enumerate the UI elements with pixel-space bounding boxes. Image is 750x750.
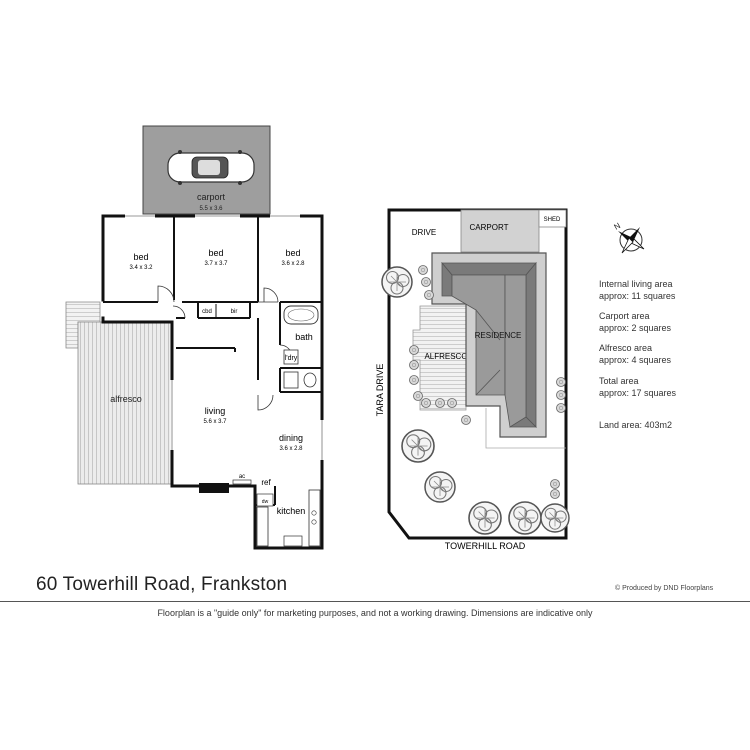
producer-credit-text: Produced by DND Floorplans (622, 585, 714, 592)
dishwasher (256, 493, 274, 507)
living-label: living (205, 406, 226, 416)
ac-label: ac (239, 474, 245, 480)
residence-label: RESIDENCE (475, 331, 522, 340)
site-carport-label: CARPORT (470, 223, 509, 232)
towerhill-road-label: TOWERHILL ROAD (445, 541, 526, 551)
kitchen-bench-right (308, 489, 321, 547)
alfresco-label: alfresco (110, 394, 142, 404)
fireplace (199, 483, 229, 493)
carport-dims: 5.5 x 3.6 (199, 206, 223, 212)
bir-label: bir (231, 309, 238, 315)
washer-icon (283, 371, 299, 389)
kitchen-sink (283, 535, 303, 547)
toilet-icon (303, 372, 317, 388)
tara-drive-label: TARA DRIVE (375, 364, 385, 417)
bed1-label: bed (133, 252, 148, 262)
compass-n-label: N (613, 221, 623, 232)
bed3-dims: 3.6 x 2.8 (281, 261, 305, 267)
footer-divider (0, 601, 750, 602)
area-list: Internal living area approx: 11 squares … (599, 279, 677, 430)
area-alfresco-label: Alfresco area (599, 343, 652, 353)
producer-credit: © Produced by DND Floorplans (615, 585, 713, 592)
area-carport-value: approx: 2 squares (599, 323, 672, 333)
bed1-dims: 3.4 x 3.2 (129, 265, 153, 271)
ref-label: ref (261, 478, 271, 487)
alfresco-deck (77, 321, 173, 485)
living-dims: 5.6 x 3.7 (203, 419, 227, 425)
bed3-label: bed (285, 248, 300, 258)
area-internal-label: Internal living area (599, 279, 673, 289)
area-alfresco-value: approx: 4 squares (599, 355, 672, 365)
cooktop-icon (311, 510, 317, 516)
site-plan: DRIVE CARPORT SHED ALFRESCO RESIDENCE (375, 208, 677, 551)
area-total-label: Total area (599, 376, 639, 386)
compass-icon (618, 227, 645, 254)
cbd-label: cbd (202, 309, 212, 315)
car-icon (167, 150, 255, 185)
kitchen-label: kitchen (277, 506, 306, 516)
bed2-dims: 3.7 x 3.7 (204, 261, 228, 267)
bath-label: bath (295, 332, 313, 342)
copyright-icon: © (615, 585, 621, 592)
area-carport-label: Carport area (599, 311, 650, 321)
dining-label: dining (279, 433, 303, 443)
address-title: 60 Towerhill Road, Frankston (36, 574, 288, 595)
laundry-tub-icon (283, 349, 299, 365)
land-area: Land area: 403m2 (599, 420, 672, 430)
area-internal-value: approx: 11 squares (599, 291, 676, 301)
bed2-label: bed (208, 248, 223, 258)
laundry-label: l'dry (285, 355, 298, 362)
kitchen-bench-left (256, 506, 269, 547)
drive-label: DRIVE (412, 228, 436, 237)
site-alfresco-label: ALFRESCO (424, 352, 467, 361)
floor-plan: carport 5.5 x 3.6 alfresco (65, 125, 324, 550)
shed (538, 209, 567, 228)
site-carport (460, 209, 540, 253)
dining-dims: 3.6 x 2.8 (279, 446, 303, 452)
area-total-value: approx: 17 squares (599, 388, 677, 398)
carport-label: carport (197, 192, 226, 202)
dw-label: dw (262, 499, 269, 505)
disclaimer-text: Floorplan is a "guide only" for marketin… (157, 608, 593, 618)
shed-label: SHED (544, 217, 561, 223)
